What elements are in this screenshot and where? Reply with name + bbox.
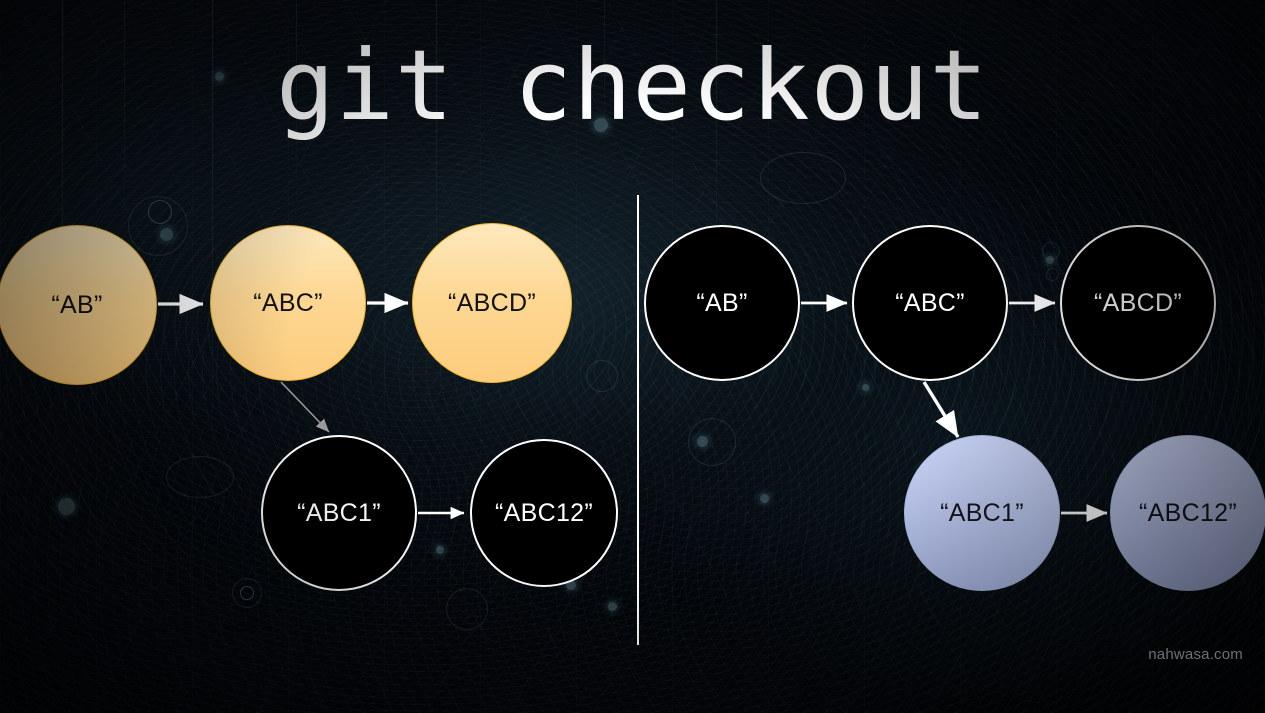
node-r-ab[interactable]: “AB” <box>644 225 800 381</box>
node-l-abc1[interactable]: “ABC1” <box>261 435 417 591</box>
node-label: “AB” <box>696 288 748 317</box>
node-l-abc[interactable]: “ABC” <box>210 225 366 381</box>
node-r-abc12[interactable]: “ABC12” <box>1110 435 1265 591</box>
node-label: “ABC1” <box>940 498 1024 527</box>
node-r-abc1[interactable]: “ABC1” <box>904 435 1060 591</box>
node-l-abc12[interactable]: “ABC12” <box>470 439 618 587</box>
node-label: “ABC1” <box>297 498 381 527</box>
page-title: git checkout <box>276 29 989 142</box>
node-l-abcd[interactable]: “ABCD” <box>412 223 572 383</box>
node-l-ab[interactable]: “AB” <box>0 225 157 385</box>
node-label: “ABC12” <box>1139 498 1237 527</box>
panel-divider <box>637 195 639 645</box>
node-label: “ABCD” <box>1094 288 1182 317</box>
node-r-abcd[interactable]: “ABCD” <box>1060 225 1216 381</box>
node-label: “AB” <box>51 290 103 319</box>
node-label: “ABC” <box>895 288 965 317</box>
edge-l-abc-to-abc1 <box>280 381 330 433</box>
edge-r-abc-to-abc1 <box>922 381 960 438</box>
node-label: “ABC” <box>253 288 323 317</box>
node-label: “ABC12” <box>495 498 593 527</box>
watermark: nahwasa.com <box>1148 646 1243 663</box>
node-r-abc[interactable]: “ABC” <box>852 225 1008 381</box>
node-label: “ABCD” <box>448 288 536 317</box>
